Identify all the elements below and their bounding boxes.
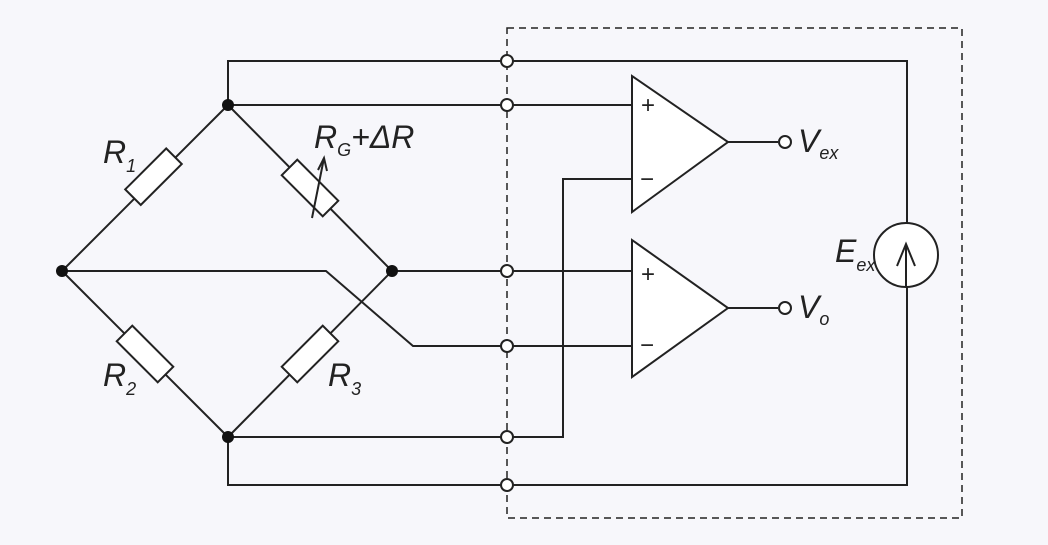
bridge-wiring: [61, 60, 908, 486]
resistor-r2: [115, 324, 175, 384]
output-terminal-vo: [778, 301, 792, 315]
node-right: [386, 265, 398, 277]
node-bottom: [222, 431, 234, 443]
label-vo: Vo: [798, 289, 829, 329]
label-r2: R2: [103, 357, 136, 399]
terminal: [500, 98, 514, 112]
strain-gauge-resistor-rg: [280, 158, 340, 218]
terminal: [500, 339, 514, 353]
terminal: [500, 478, 514, 492]
terminal: [500, 54, 514, 68]
source-arrow-icon: [896, 241, 916, 286]
terminal: [500, 264, 514, 278]
amp-bottom-minus-sign: −: [640, 332, 654, 359]
amp-top-plus-sign: +: [641, 92, 655, 119]
node-top: [222, 99, 234, 111]
node-left: [56, 265, 68, 277]
variable-resistor-arrow-icon: [311, 155, 328, 219]
label-r1: R1: [103, 134, 136, 176]
terminal: [500, 430, 514, 444]
resistor-r3: [280, 324, 340, 384]
resistor-r1: [123, 146, 184, 207]
output-terminal-vex: [778, 135, 792, 149]
amp-bottom-plus-sign: +: [641, 261, 655, 288]
amplifier-top: [631, 74, 730, 214]
label-eex: Eex: [835, 233, 876, 275]
amp-top-minus-sign: −: [640, 166, 654, 193]
label-vex: Vex: [798, 123, 839, 163]
amplifier-bottom: [631, 238, 730, 379]
label-r3: R3: [328, 357, 361, 399]
label-rg-delta-r: RG+ΔR: [314, 119, 414, 160]
